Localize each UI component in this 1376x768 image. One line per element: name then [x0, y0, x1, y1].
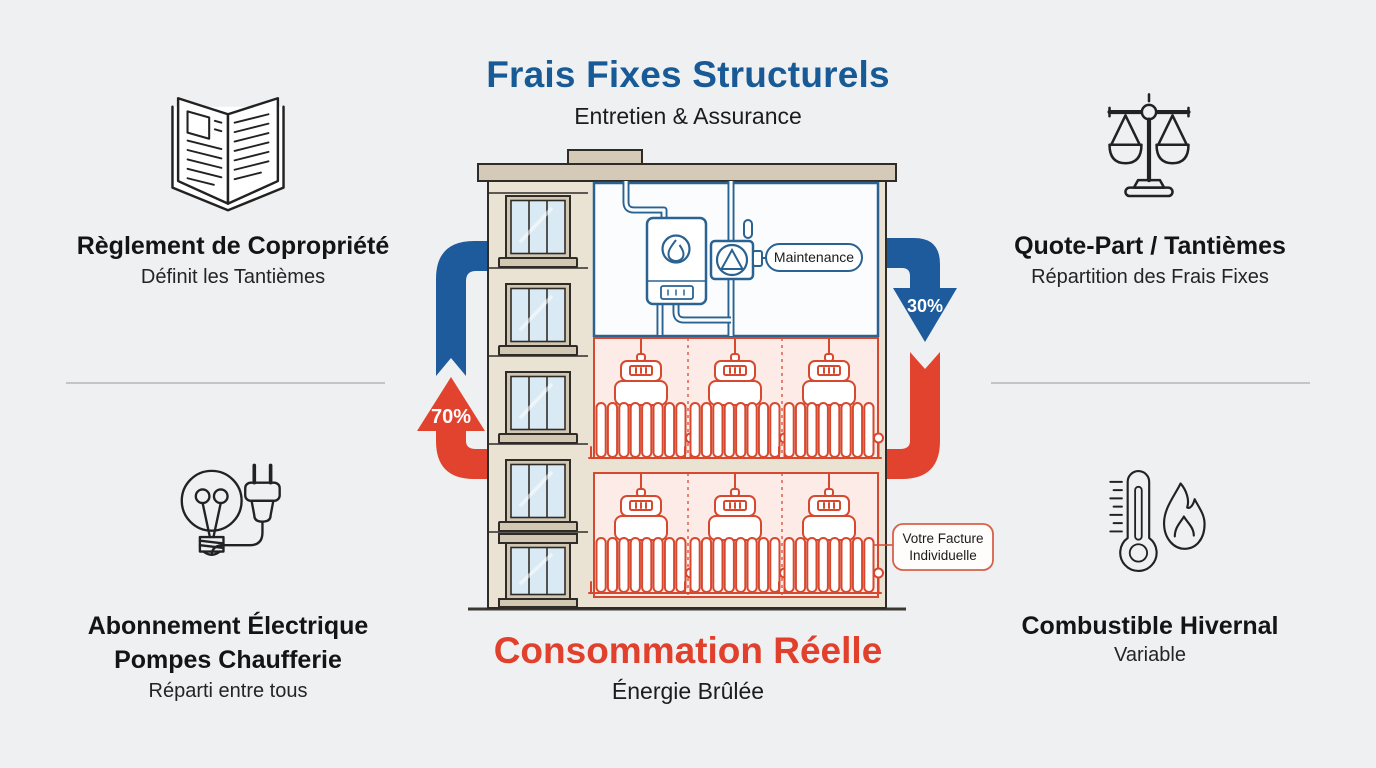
- invoice-callout: Votre Facture Individuelle: [874, 523, 994, 571]
- right-divider: [991, 382, 1310, 384]
- feature-bottom-right-subtitle: Variable: [1114, 644, 1186, 666]
- maintenance-label: Maintenance: [774, 249, 854, 265]
- circulation-pump: [709, 219, 763, 281]
- apartments: [588, 337, 884, 598]
- building-flow-diagram: 70% 30%: [417, 149, 994, 611]
- facade-windows: [497, 194, 579, 608]
- consumption-share-label: 70%: [431, 406, 471, 428]
- consumption-up-arrow: [417, 377, 492, 479]
- fixed-cost-down-arrow: [882, 238, 957, 342]
- lightbulb-plug-icon: [180, 463, 281, 556]
- boiler-room: Maintenance: [592, 181, 880, 338]
- boiler: [645, 216, 708, 306]
- thermometer-flame-icon: [1109, 470, 1206, 572]
- footer-subtitle: Énergie Brûlée: [611, 677, 765, 704]
- fixed-share-label: 30%: [907, 296, 943, 316]
- roof-slab: [477, 163, 897, 182]
- cost-flow-arrows: 70% 30%: [417, 238, 957, 479]
- invoice-label-line1: Votre Facture: [902, 531, 983, 546]
- open-book-icon: [171, 97, 285, 212]
- left-divider: [66, 382, 385, 384]
- fixed-cost-inflow-band: [436, 241, 492, 376]
- window: [497, 194, 579, 269]
- window: [497, 282, 579, 357]
- feature-bottom-left-subtitle: Réparti entre tous: [148, 680, 308, 702]
- footer: Consommation Réelle Énergie Brûlée: [388, 630, 988, 705]
- feature-top-left-title: Règlement de Copropriété: [76, 232, 390, 260]
- footer-title: Consommation Réelle: [493, 630, 883, 671]
- feature-bottom-left-title-line2: Pompes Chaufferie: [114, 646, 342, 674]
- invoice-label-line2: Individuelle: [909, 548, 977, 563]
- ground-floor-window: [498, 533, 578, 608]
- feature-top-left-subtitle: Définit les Tantièmes: [140, 266, 326, 288]
- maintenance-callout: Maintenance: [765, 243, 863, 272]
- window: [497, 458, 579, 533]
- header: Frais Fixes Structurels Entretien & Assu…: [388, 54, 988, 130]
- feature-top-right-title: Quote-Part / Tantièmes: [1014, 232, 1286, 260]
- consumption-return-band: [882, 352, 940, 479]
- feature-bottom-right-title: Combustible Hivernal: [1021, 612, 1279, 640]
- balance-scale-icon: [1107, 93, 1191, 198]
- feature-top-right-subtitle: Répartition des Frais Fixes: [1031, 266, 1269, 288]
- page-title: Frais Fixes Structurels: [486, 54, 890, 95]
- feature-bottom-left-title-line1: Abonnement Électrique: [87, 612, 369, 640]
- page-subtitle: Entretien & Assurance: [574, 102, 802, 129]
- window: [497, 370, 579, 445]
